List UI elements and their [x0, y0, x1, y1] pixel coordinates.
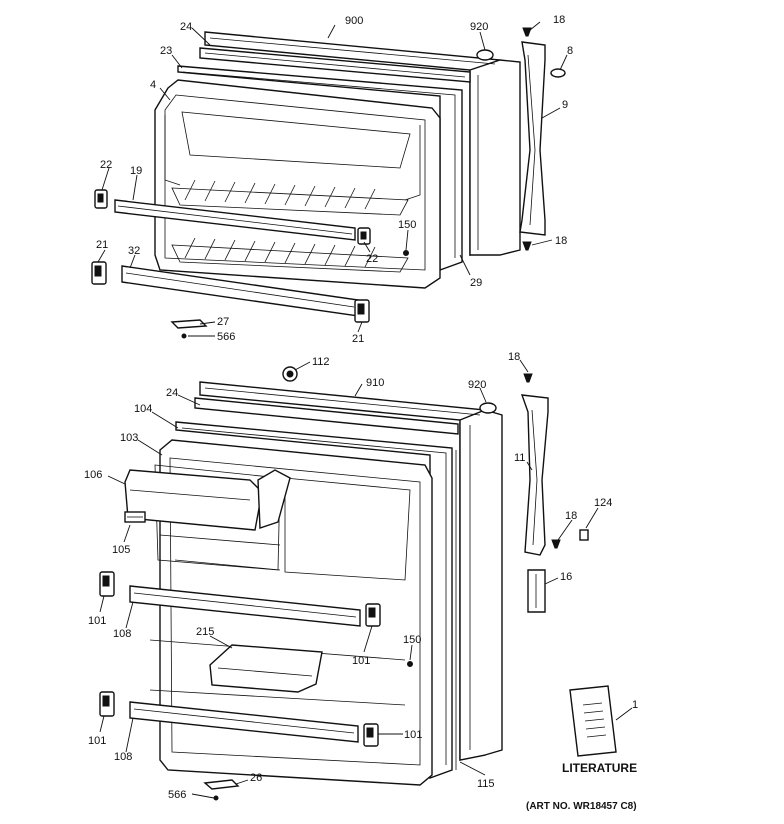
label-215: 215 [196, 626, 214, 638]
door-shelf-bar-108-lower [129, 701, 359, 743]
butter-tray-215 [209, 644, 323, 693]
dairy-door-106 [124, 469, 291, 531]
label-566: 566 [217, 331, 235, 343]
label-106: 106 [84, 469, 102, 481]
label-4: 4 [150, 79, 156, 91]
handle-screw-18-top [522, 27, 532, 37]
label-26: 26 [250, 772, 262, 784]
label-18: 18 [508, 351, 520, 363]
door-handle-9 [519, 41, 546, 236]
handle-cap-8 [550, 68, 566, 78]
freezer-door-assembly: 24 900 920 18 8 23 4 9 22 19 150 22 21 3… [91, 14, 573, 345]
label-24: 24 [180, 21, 192, 33]
upper-shelf-ribs [184, 179, 376, 210]
label-1: 1 [632, 699, 638, 711]
label-11: 11 [514, 452, 525, 464]
label-112: 112 [312, 356, 330, 368]
label-21: 21 [96, 239, 108, 251]
label-24: 24 [166, 387, 178, 399]
screw-150 [407, 661, 413, 667]
label-32: 32 [128, 245, 140, 257]
label-16: 16 [560, 571, 572, 583]
handle-screw-18-bottom [522, 241, 532, 251]
label-150: 150 [403, 634, 421, 646]
bar-clip-101-lower-right [363, 723, 379, 747]
hinge-26 [203, 779, 240, 790]
hinge-27 [170, 319, 208, 329]
handle-screw-18-mid [551, 539, 561, 549]
plug-920-bottom [479, 402, 497, 414]
label-108: 108 [114, 751, 132, 763]
freezer-callout-labels: 24 900 920 18 8 23 4 9 22 19 150 22 21 3… [96, 14, 573, 345]
label-103: 103 [120, 432, 138, 444]
bar-clip-101-upper-right [365, 603, 381, 627]
door-shelf-bar-19 [114, 199, 356, 241]
label-124: 124 [594, 497, 612, 509]
dairy-hinge-105 [124, 511, 146, 523]
screw-566 [213, 795, 219, 801]
label-101: 101 [352, 655, 370, 667]
handle-clip-124 [579, 529, 589, 541]
fresh-food-callout-labels: 112 18 910 920 24 104 103 106 11 124 18 … [84, 351, 638, 801]
label-101: 101 [404, 729, 422, 741]
label-101: 101 [88, 615, 106, 627]
label-8: 8 [567, 45, 573, 57]
inner-door-liner-4 [154, 79, 441, 289]
label-104: 104 [134, 403, 152, 415]
fresh-food-door-assembly: 112 18 910 920 24 104 103 106 11 124 18 … [84, 351, 638, 801]
label-27: 27 [217, 316, 229, 328]
label-18: 18 [553, 14, 565, 26]
label-101: 101 [88, 735, 106, 747]
label-910: 910 [366, 377, 384, 389]
label-566: 566 [168, 789, 186, 801]
label-105: 105 [112, 544, 130, 556]
outer-door-panel-910 [199, 381, 503, 761]
bar-clip-101-lower-left [99, 691, 115, 717]
bar-clip-21-left [91, 261, 107, 285]
label-920: 920 [468, 379, 486, 391]
bar-clip-22-right [357, 227, 371, 245]
label-115: 115 [477, 778, 495, 790]
literature-booklet-1 [569, 685, 617, 757]
label-29: 29 [470, 277, 482, 289]
door-top-strip-24 [199, 47, 471, 83]
door-handle-11 [520, 394, 549, 556]
fresh-food-leader-lines [99, 359, 633, 799]
outer-door-panel-900 [204, 31, 521, 256]
door-top-strip-24 [194, 397, 459, 435]
label-18: 18 [555, 235, 567, 247]
label-920: 920 [470, 21, 488, 33]
lower-shelf-ribs [184, 237, 376, 268]
literature-label: LITERATURE [562, 761, 637, 775]
label-22: 22 [366, 253, 378, 265]
label-150: 150 [398, 219, 416, 231]
art-number: (ART NO. WR18457 C8) [526, 801, 637, 812]
door-shelf-bar-108-upper [129, 585, 361, 627]
bar-clip-22-left [94, 189, 108, 209]
label-22: 22 [100, 159, 112, 171]
label-900: 900 [345, 15, 363, 27]
label-9: 9 [562, 99, 568, 111]
door-gasket-104 [175, 421, 453, 779]
label-18: 18 [565, 510, 577, 522]
bar-clip-101-upper-left [99, 571, 115, 597]
grommet-112 [282, 366, 298, 382]
screw-150 [403, 250, 409, 256]
label-108: 108 [113, 628, 131, 640]
label-21: 21 [352, 333, 364, 345]
handle-screw-18-top [523, 373, 533, 383]
freezer-leader-lines [97, 21, 568, 337]
handle-insert-16 [527, 569, 546, 613]
screw-566 [181, 333, 187, 339]
label-19: 19 [130, 165, 142, 177]
plug-920-top [476, 49, 494, 61]
bar-clip-21-right [354, 299, 370, 323]
label-23: 23 [160, 45, 172, 57]
